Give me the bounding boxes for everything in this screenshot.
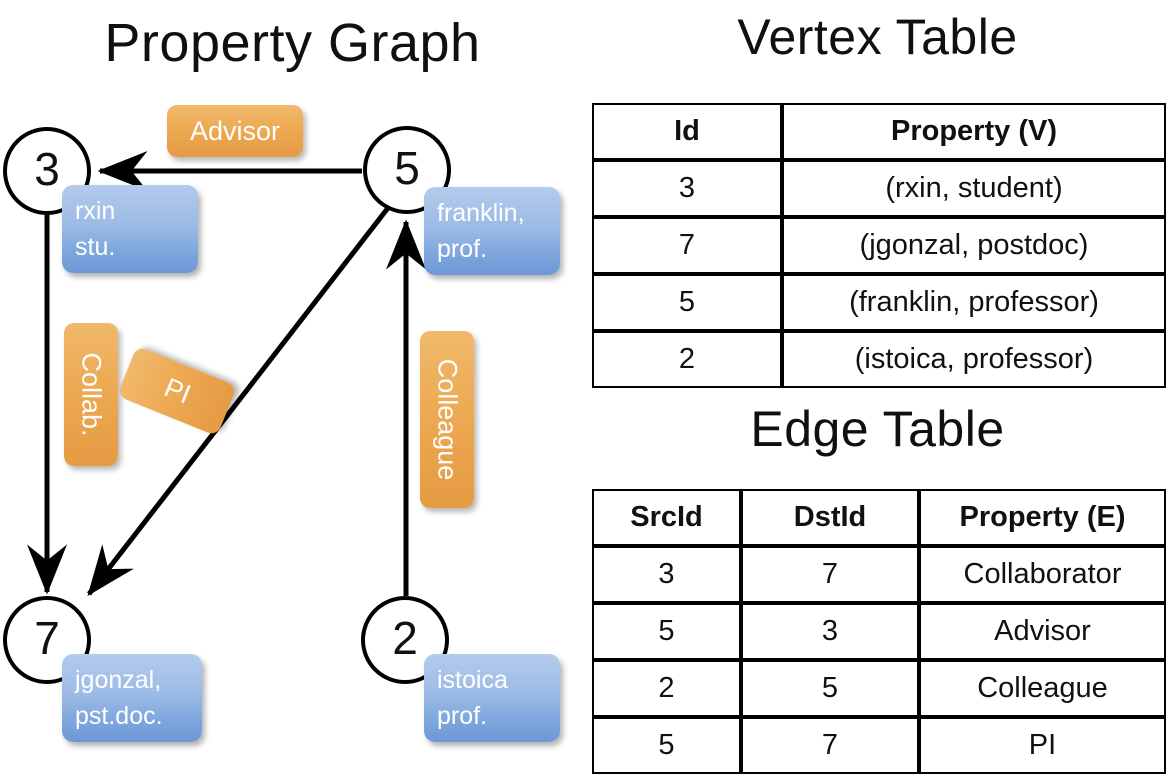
- vertex-cell-id: 5: [592, 274, 782, 331]
- vertex-cell-property: (franklin, professor): [782, 274, 1166, 331]
- vertex-header-id: Id: [592, 103, 782, 160]
- table-row: 7 (jgonzal, postdoc): [592, 217, 1166, 274]
- edge-cell-dstid: 3: [741, 603, 919, 660]
- table-row: 2 5 Colleague: [592, 660, 1166, 717]
- vertex-cell-property: (rxin, student): [782, 160, 1166, 217]
- vertex-cell-id: 2: [592, 331, 782, 388]
- edge-label-advisor-text: Advisor: [189, 115, 281, 146]
- graph-node-7-label: 7: [34, 612, 60, 664]
- edge-table: SrcId DstId Property (E) 3 7 Collaborato…: [592, 489, 1166, 774]
- edge-label-colleague-text: Colleague: [432, 358, 463, 481]
- node-property-bubble-rxin: rxin stu.: [62, 185, 198, 273]
- graph-node-3-label: 3: [34, 143, 60, 195]
- edge-cell-srcid: 5: [592, 603, 741, 660]
- graph-node-2[interactable]: 2: [361, 596, 449, 684]
- edge-5-to-7: [87, 202, 393, 596]
- graph-node-5[interactable]: 5: [363, 126, 451, 214]
- node-property-bubble-istoica: istoica prof.: [424, 654, 560, 742]
- graph-node-2-label: 2: [392, 612, 418, 664]
- table-row: 5 7 PI: [592, 717, 1166, 774]
- edge-header-dstid: DstId: [741, 489, 919, 546]
- vertex-cell-id: 3: [592, 160, 782, 217]
- edge-label-collab: Collab.: [64, 323, 118, 466]
- page-title-edge-table: Edge Table: [750, 401, 1005, 457]
- property-graph-diagram: 3 5 7 2 rxin stu. franklin, prof. jgonza…: [0, 0, 585, 760]
- table-header-row: Id Property (V): [592, 103, 1166, 160]
- table-row: 3 (rxin, student): [592, 160, 1166, 217]
- edge-label-colleague: Colleague: [420, 331, 474, 508]
- edge-label-advisor: Advisor: [167, 105, 303, 157]
- vertex-header-property: Property (V): [782, 103, 1166, 160]
- edge-cell-srcid: 5: [592, 717, 741, 774]
- edge-label-collab-text: Collab.: [76, 352, 107, 437]
- graph-node-5-label: 5: [394, 142, 420, 194]
- page-title-property-graph: Property Graph: [104, 13, 481, 73]
- edge-cell-srcid: 2: [592, 660, 741, 717]
- edge-cell-property: Collaborator: [919, 546, 1166, 603]
- vertex-table: Id Property (V) 3 (rxin, student) 7 (jgo…: [592, 103, 1166, 388]
- node-property-bubble-franklin: franklin, prof.: [424, 187, 560, 275]
- graph-edges-svg: [27, 151, 426, 596]
- edge-cell-srcid: 3: [592, 546, 741, 603]
- edge-cell-property: Colleague: [919, 660, 1166, 717]
- table-row: 3 7 Collaborator: [592, 546, 1166, 603]
- table-header-row: SrcId DstId Property (E): [592, 489, 1166, 546]
- edge-cell-property: PI: [919, 717, 1166, 774]
- edge-cell-dstid: 7: [741, 717, 919, 774]
- edge-cell-dstid: 5: [741, 660, 919, 717]
- edge-header-srcid: SrcId: [592, 489, 741, 546]
- edge-cell-property: Advisor: [919, 603, 1166, 660]
- vertex-cell-id: 7: [592, 217, 782, 274]
- vertex-cell-property: (jgonzal, postdoc): [782, 217, 1166, 274]
- table-row: 2 (istoica, professor): [592, 331, 1166, 388]
- node-property-bubble-jgonzal: jgonzal, pst.doc.: [62, 654, 202, 742]
- page-title-vertex-table: Vertex Table: [737, 9, 1018, 65]
- table-row: 5 3 Advisor: [592, 603, 1166, 660]
- edge-label-pi-text: PI: [159, 371, 195, 410]
- table-row: 5 (franklin, professor): [592, 274, 1166, 331]
- edge-header-property: Property (E): [919, 489, 1166, 546]
- vertex-cell-property: (istoica, professor): [782, 331, 1166, 388]
- edge-cell-dstid: 7: [741, 546, 919, 603]
